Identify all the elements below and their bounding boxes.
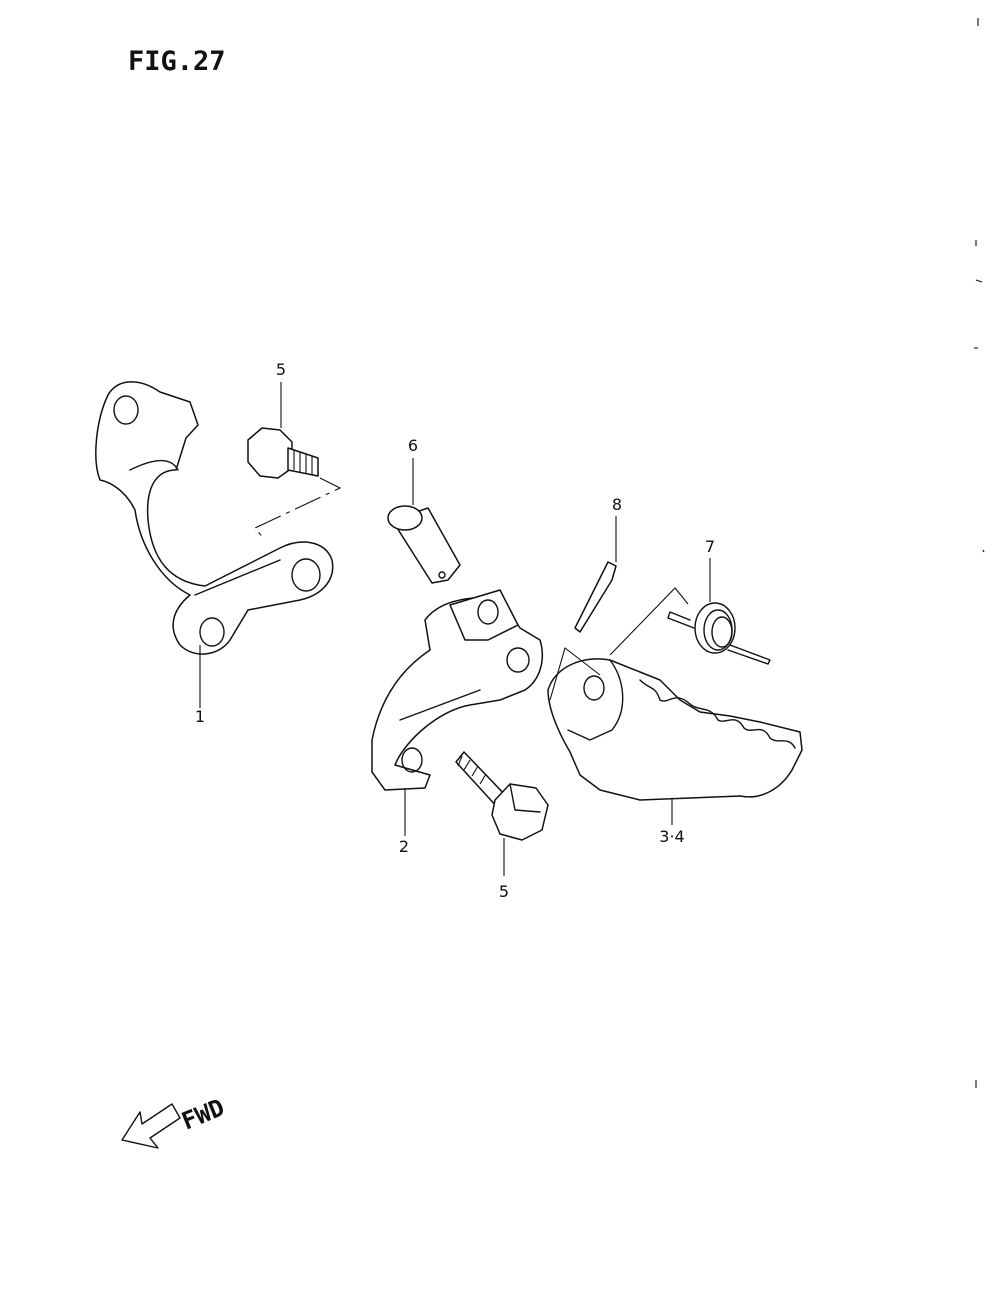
callout-5-top: 5 — [276, 360, 286, 379]
part-3-4-footrest — [547, 658, 803, 801]
part-7-spring — [667, 602, 771, 665]
assembly-guide-lines — [254, 477, 689, 701]
callout-5-bottom: 5 — [499, 882, 509, 901]
callout-2: 2 — [399, 837, 409, 856]
callout-7: 7 — [705, 537, 715, 556]
part-6-pin — [387, 505, 461, 584]
callout-6: 6 — [408, 436, 418, 455]
callout-3-4: 3·4 — [659, 827, 684, 846]
fwd-arrow-icon — [121, 1103, 181, 1149]
leader-lines — [199, 382, 711, 876]
part-1-bracket — [95, 381, 334, 655]
part-5-bolt-top — [247, 427, 319, 479]
scan-margin-marks — [974, 18, 985, 1088]
part-2-holder — [371, 589, 544, 791]
figure-title: FIG.27 — [128, 46, 226, 77]
callout-8: 8 — [612, 495, 622, 514]
callout-1: 1 — [195, 707, 205, 726]
part-5-bolt-bottom — [455, 751, 549, 841]
part-8-cotter-pin — [574, 561, 617, 633]
fwd-label: FWD — [178, 1093, 229, 1135]
